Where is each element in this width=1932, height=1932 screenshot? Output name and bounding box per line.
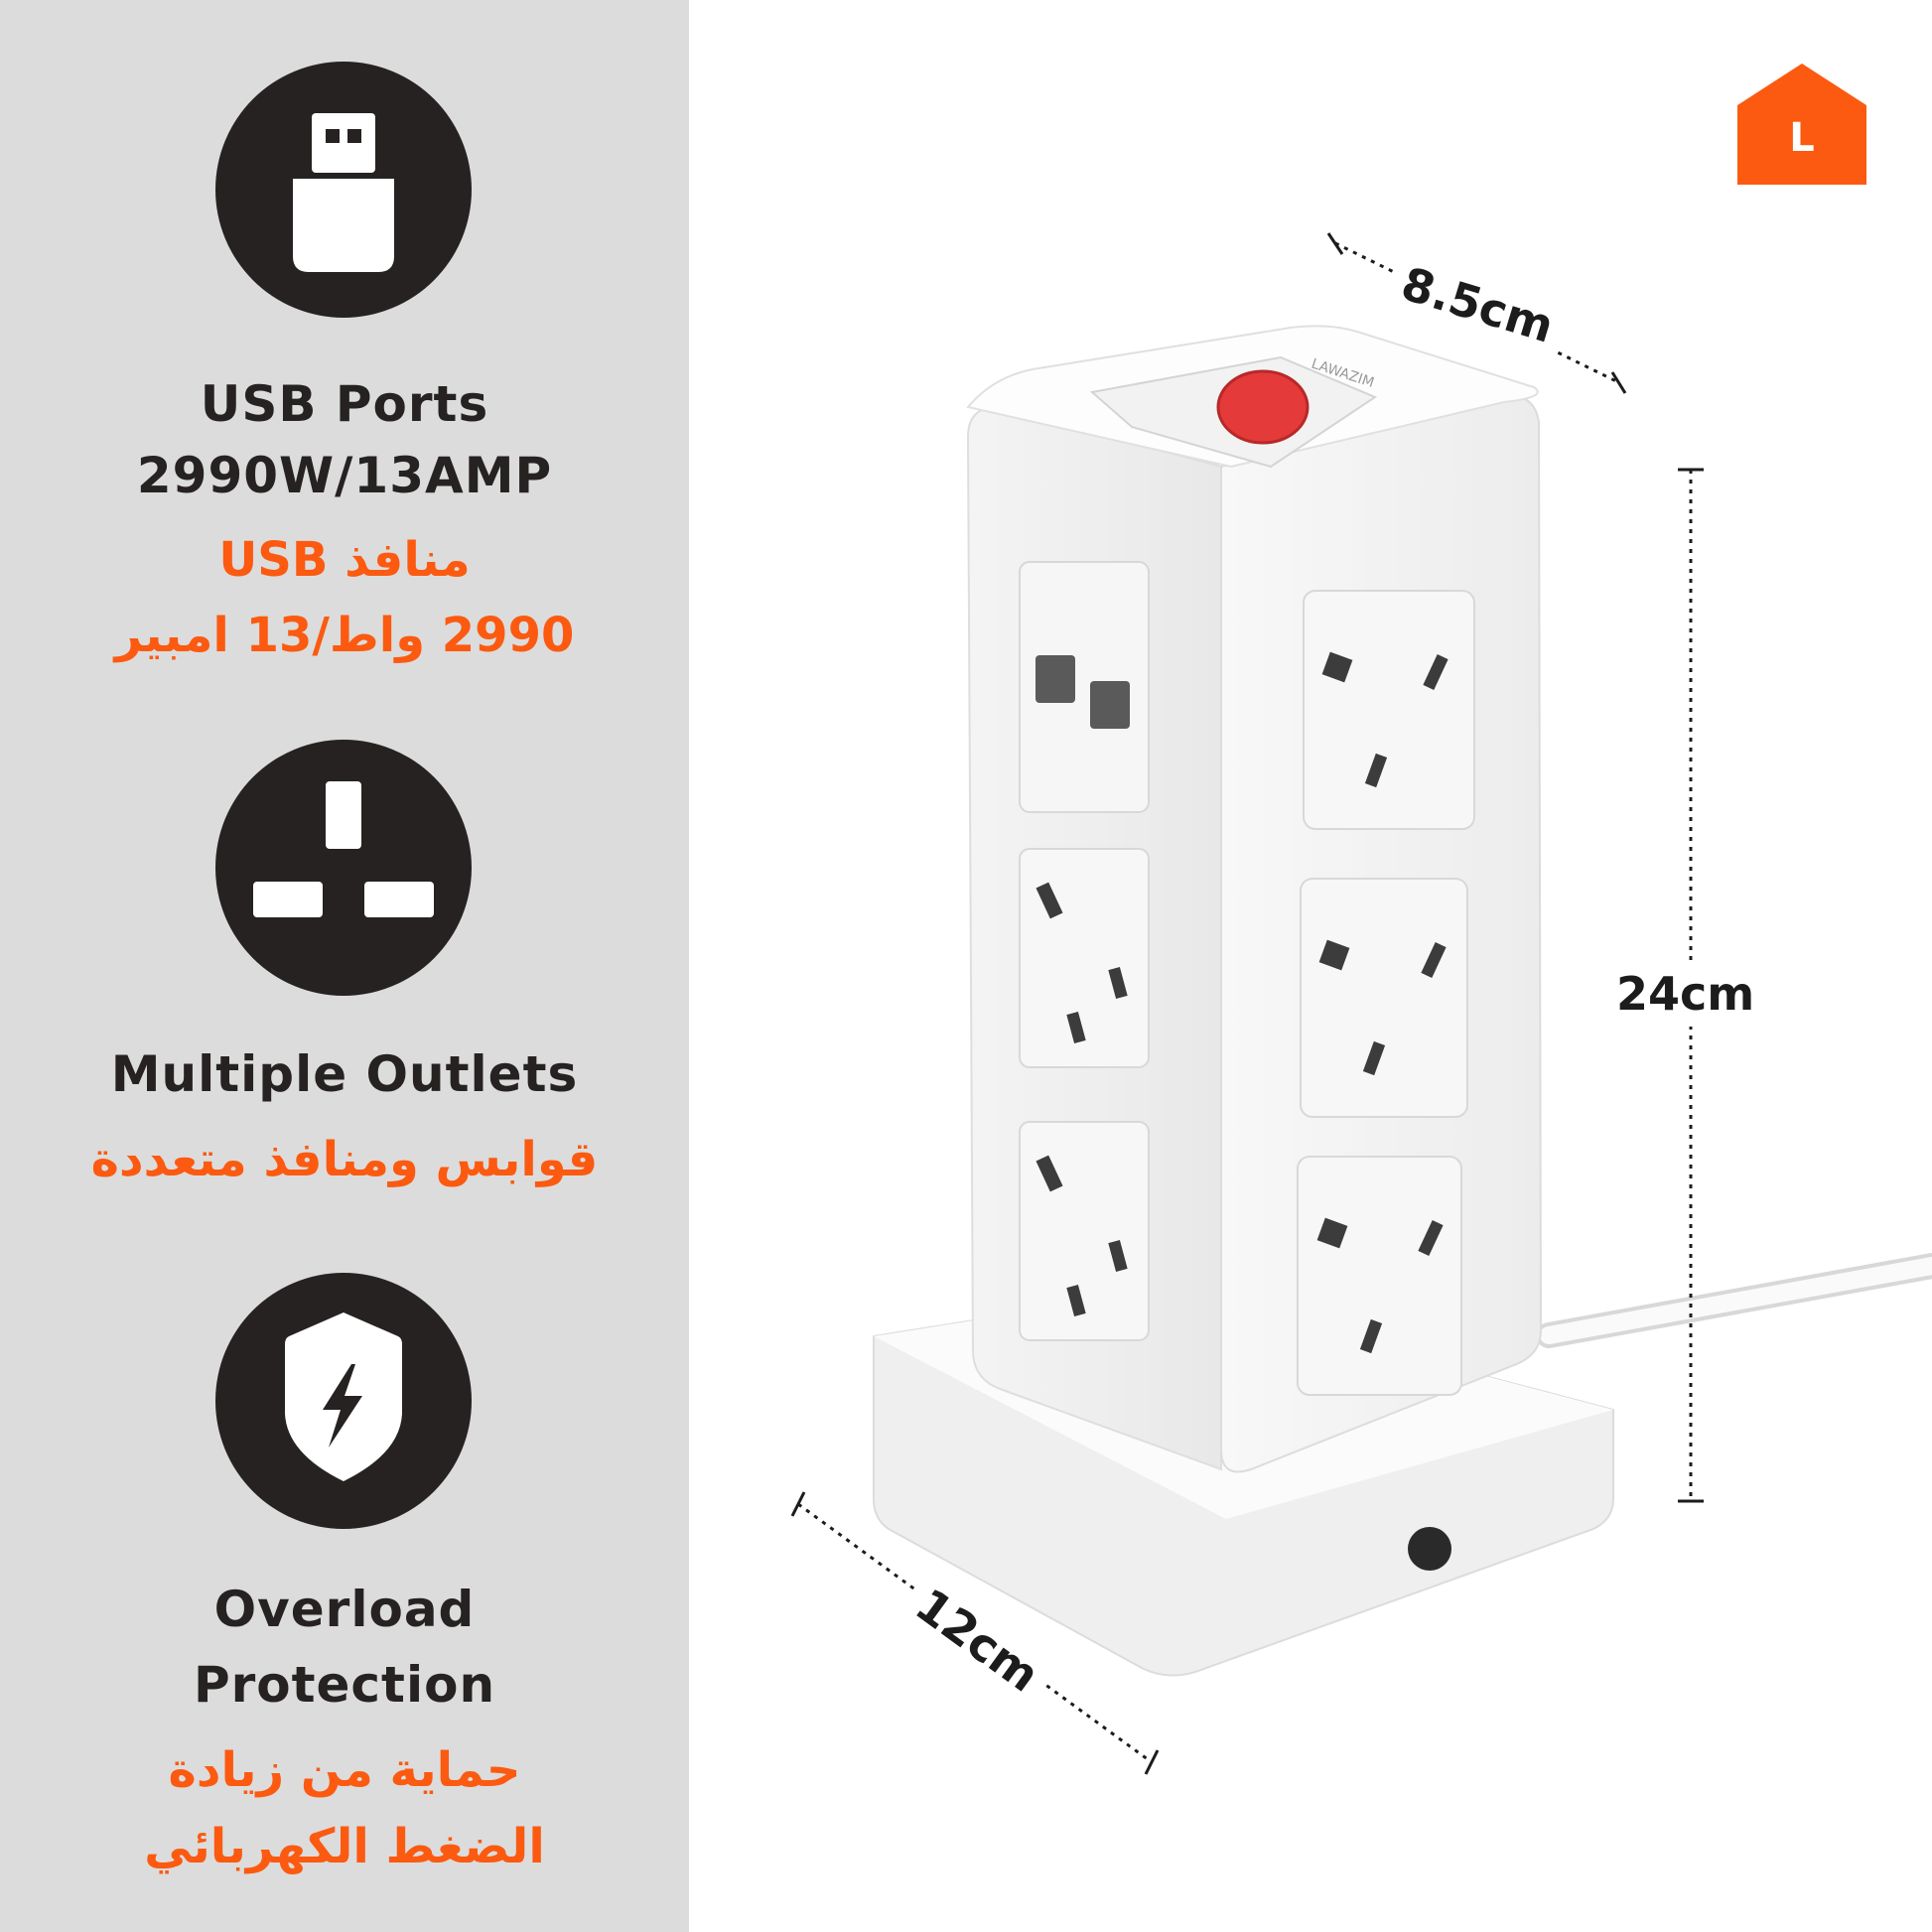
power-tower-illustration: LAWAZIM — [790, 232, 1932, 1775]
outlet-right-2 — [1300, 878, 1468, 1118]
power-switch-icon — [1216, 369, 1310, 445]
logo-letter: L — [1789, 115, 1815, 161]
plug-icon — [215, 740, 472, 996]
outlet-right-3 — [1297, 1156, 1462, 1396]
reset-button-icon — [1408, 1527, 1451, 1571]
feature-overload-title-1: Overload — [213, 1581, 476, 1638]
usb-port-2 — [1090, 681, 1130, 729]
feature-overload-title-2: Protection — [193, 1656, 496, 1714]
shield-bolt-icon — [215, 1273, 472, 1529]
usb-icon — [215, 62, 472, 318]
usb-port-1 — [1035, 655, 1075, 703]
feature-overload-arabic-1: حماية من زيادة — [168, 1742, 521, 1798]
feature-usb-arabic-1: منافذ USB — [218, 532, 471, 588]
feature-usb-title-2: 2990W/13AMP — [136, 447, 553, 504]
feature-usb-title-1: USB Ports — [200, 375, 489, 433]
feature-outlets-arabic: قوابس ومنافذ متعددة — [90, 1132, 599, 1187]
feature-outlets-title: Multiple Outlets — [110, 1045, 579, 1103]
feature-overload-arabic-2: الضغط الكهربائي — [144, 1819, 545, 1874]
brand-logo-icon: L — [1737, 64, 1866, 185]
usb-port-panel — [1019, 561, 1150, 813]
outlet-right-1 — [1303, 590, 1475, 830]
height-dimension-label: 24cm — [1608, 961, 1763, 1027]
feature-usb-arabic-2: 2990 واط/13 امبير — [114, 608, 575, 663]
